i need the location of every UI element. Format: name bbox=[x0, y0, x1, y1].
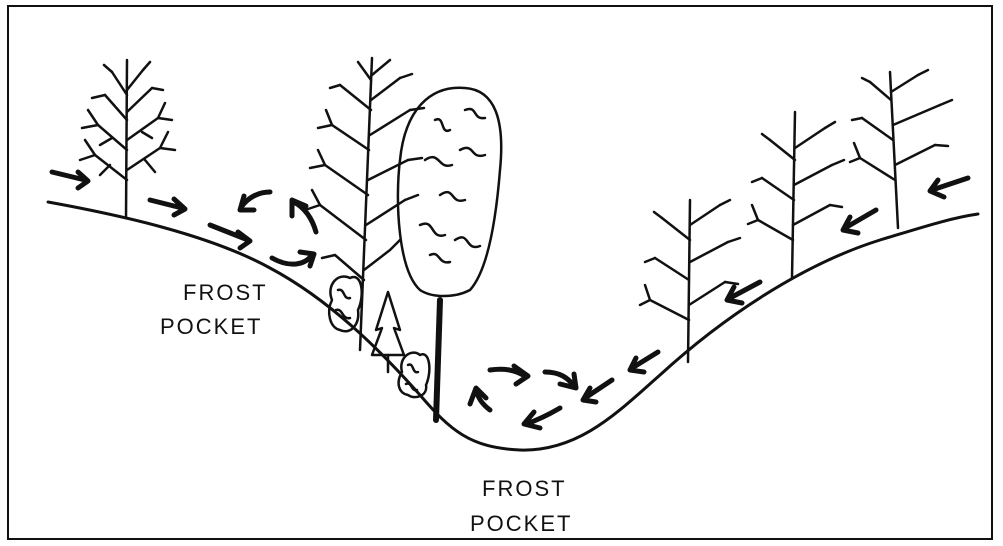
conifer-small bbox=[372, 292, 404, 372]
arrow-6 bbox=[240, 192, 270, 210]
arrow-10 bbox=[470, 388, 490, 410]
frost-pocket-upper-label-line1: FROST bbox=[183, 282, 268, 304]
arrow-1 bbox=[52, 172, 88, 188]
frost-pocket-valley-label-line1: FROST bbox=[482, 478, 567, 500]
bare-tree-right-1 bbox=[640, 200, 740, 362]
arrow-5 bbox=[292, 200, 316, 232]
shrub-left bbox=[329, 277, 362, 332]
arrow-11 bbox=[583, 380, 612, 402]
bare-tree-left bbox=[80, 60, 175, 218]
arrow-14 bbox=[843, 210, 876, 233]
arrow-4 bbox=[272, 252, 314, 266]
arrow-15 bbox=[930, 178, 968, 197]
bare-tree-right-2 bbox=[748, 112, 844, 278]
arrow-9 bbox=[524, 408, 560, 428]
arrow-7 bbox=[490, 366, 528, 384]
bare-tree-tall bbox=[305, 58, 424, 350]
arrow-2 bbox=[150, 199, 185, 215]
arrow-8 bbox=[545, 372, 576, 388]
arrow-12 bbox=[630, 352, 658, 372]
frost-pocket-valley-label-line2: POCKET bbox=[470, 513, 572, 535]
frost-pocket-upper-label-line2: POCKET bbox=[160, 316, 262, 338]
bare-tree-right-3 bbox=[850, 70, 952, 228]
